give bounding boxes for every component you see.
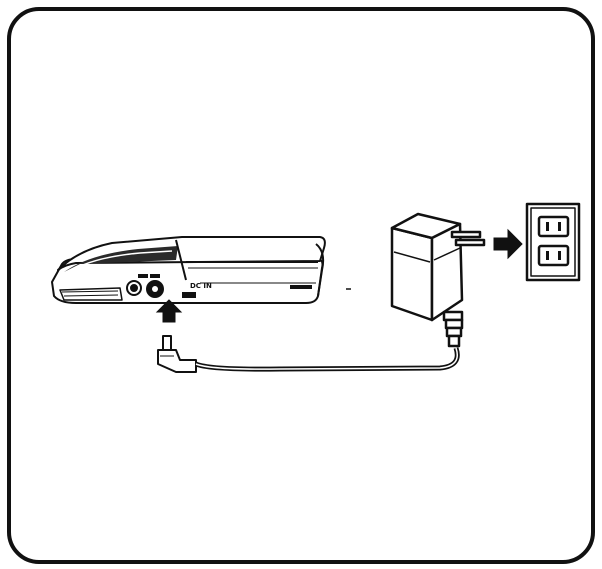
dc-in-socket bbox=[182, 292, 196, 298]
outlet-receptacle-upper bbox=[537, 215, 570, 238]
arrow-right-icon bbox=[493, 228, 523, 260]
arrow-up-icon bbox=[155, 299, 183, 323]
outlet-receptacle-lower bbox=[537, 244, 570, 267]
portable-dvd-player-icon bbox=[51, 236, 326, 304]
wall-outlet-icon bbox=[525, 202, 581, 282]
dc-in-label: DC IN bbox=[190, 282, 212, 290]
ac-adapter-icon bbox=[390, 212, 486, 348]
dc-plug-cable bbox=[157, 335, 460, 373]
